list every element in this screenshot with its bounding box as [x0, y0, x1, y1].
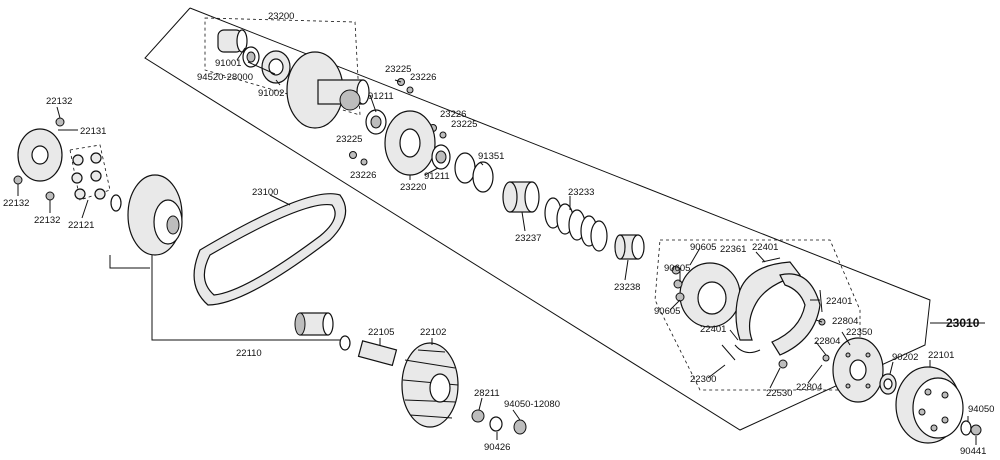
label-22401-a: 22401	[752, 242, 778, 253]
label-91002: 91002	[258, 88, 284, 99]
label-22401-c: 22401	[700, 324, 726, 335]
label-23100: 23100	[252, 187, 278, 198]
label-22121: 22121	[68, 220, 94, 231]
label-94520-28000: 94520-28000	[197, 72, 253, 83]
label-23226-c: 23226	[350, 170, 376, 181]
label-90441: 90441	[960, 446, 986, 457]
collar-22105	[357, 340, 398, 367]
label-23225-a: 23225	[385, 64, 411, 75]
fan-pulley-22102	[401, 342, 459, 428]
label-22132-a: 22132	[46, 96, 72, 107]
weight-rollers-22121	[69, 144, 111, 201]
label-23200: 23200	[268, 11, 294, 22]
label-23233: 23233	[568, 187, 594, 198]
drive-bushing-22110	[294, 312, 351, 351]
label-23225-b: 23225	[451, 119, 477, 130]
label-23220: 23220	[400, 182, 426, 193]
spring-23233	[544, 197, 608, 252]
label-assembly-23010: 23010	[946, 316, 980, 330]
guide-pins-23225-23226	[349, 78, 447, 166]
label-22131: 22131	[80, 126, 106, 137]
label-23225-c: 23225	[336, 134, 362, 145]
label-22804-c: 22804	[796, 382, 822, 393]
label-22132-b: 22132	[3, 198, 29, 209]
label-94050-12080: 94050-12080	[504, 399, 560, 410]
label-91211-a: 91211	[368, 91, 394, 102]
bearing-sleeve-91001	[217, 29, 248, 53]
label-23226-a: 23226	[410, 72, 436, 83]
clutch-shoes	[721, 257, 830, 369]
movable-drive-face	[110, 174, 183, 256]
label-90202: 90202	[892, 352, 918, 363]
group-23200-outline	[204, 17, 361, 116]
label-22101: 22101	[928, 350, 954, 361]
label-22102: 22102	[420, 327, 446, 338]
label-22132-c: 22132	[34, 215, 60, 226]
clutch-carrier-22350	[832, 337, 884, 403]
label-91001: 91001	[215, 58, 241, 69]
label-91351: 91351	[478, 151, 504, 162]
label-90605-b: 90605	[664, 263, 690, 274]
label-23238: 23238	[614, 282, 640, 293]
label-90605-c: 90605	[654, 306, 680, 317]
label-23237: 23237	[515, 233, 541, 244]
oil-seal-91211-lower	[431, 144, 451, 170]
clutch-outer-22101	[895, 366, 964, 444]
driven-face-23220	[384, 110, 436, 176]
label-22105: 22105	[368, 327, 394, 338]
spring-seat-23238	[614, 234, 645, 260]
bearing-91002	[261, 50, 291, 84]
label-22530: 22530	[766, 388, 792, 399]
label-22110: 22110	[236, 348, 262, 359]
label-22401-b: 22401	[826, 296, 852, 307]
seal-collar-23237	[502, 181, 540, 213]
label-22804-b: 22804	[814, 336, 840, 347]
nut-28211-and-washer	[471, 409, 527, 435]
oil-seal-91211-upper	[365, 109, 387, 135]
bearing-90202	[879, 373, 897, 395]
label-22804-a: 22804	[832, 316, 858, 327]
oil-seal-94520	[242, 46, 260, 68]
label-94050: 94050	[968, 404, 994, 415]
leader-lines	[17, 47, 977, 445]
label-22361: 22361	[720, 244, 746, 255]
driven-face-hub	[286, 51, 370, 129]
drive-belt-23100	[193, 193, 347, 306]
washer-and-nut-94050-90441	[960, 420, 982, 436]
label-28211: 28211	[474, 388, 500, 399]
label-91211-b: 91211	[424, 171, 450, 182]
o-ring-91351	[454, 152, 494, 193]
clutch-plate-22300	[671, 262, 741, 328]
label-22350: 22350	[846, 327, 872, 338]
label-23226-b: 23226	[440, 109, 466, 120]
label-22300: 22300	[690, 374, 716, 385]
assembly-outline	[144, 7, 931, 431]
ramp-plate-22131	[13, 117, 65, 201]
label-90605-a: 90605	[690, 242, 716, 253]
label-90426: 90426	[484, 442, 510, 453]
